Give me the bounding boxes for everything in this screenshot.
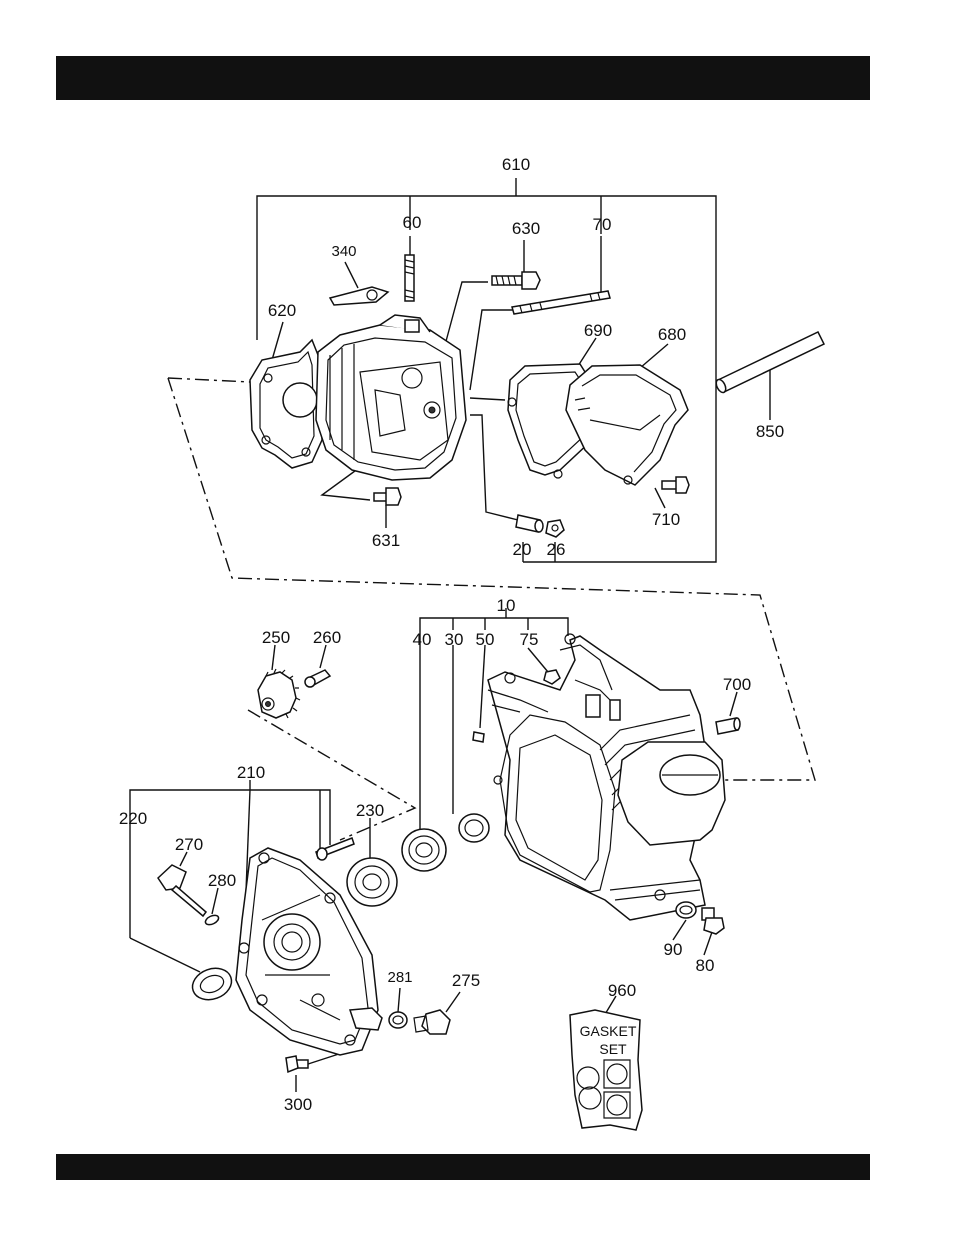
crankcase-cover [158,838,450,1072]
label-40: 40 [413,630,432,649]
label-340: 340 [331,243,356,260]
label-630: 630 [512,219,540,238]
label-710: 710 [652,510,680,529]
governor-gear [258,669,330,718]
label-270: 270 [175,835,203,854]
label-260: 260 [313,628,341,647]
label-620: 620 [268,301,296,320]
label-220: 220 [119,809,147,828]
label-26: 26 [547,540,566,559]
label-960: 960 [608,981,636,1000]
label-75: 75 [520,630,539,649]
label-680: 680 [658,325,686,344]
label-230: 230 [356,801,384,820]
gasket-set-line1: GASKET [580,1023,637,1039]
label-850: 850 [756,422,784,441]
gasket-set-envelope: GASKET SET [570,1010,642,1130]
gasket-set-line2: SET [599,1041,627,1057]
label-610: 610 [502,155,530,174]
label-90: 90 [664,940,683,959]
label-50: 50 [476,630,495,649]
label-30: 30 [445,630,464,649]
label-80: 80 [696,956,715,975]
label-275: 275 [452,971,480,990]
label-281: 281 [387,969,412,986]
label-690: 690 [584,321,612,340]
label-60: 60 [403,213,422,232]
label-210: 210 [237,763,265,782]
label-280: 280 [208,871,236,890]
label-20: 20 [513,540,532,559]
label-250: 250 [262,628,290,647]
label-70: 70 [593,215,612,234]
label-700: 700 [723,675,751,694]
label-300: 300 [284,1095,312,1114]
label-631: 631 [372,531,400,550]
label-10: 10 [497,596,516,615]
